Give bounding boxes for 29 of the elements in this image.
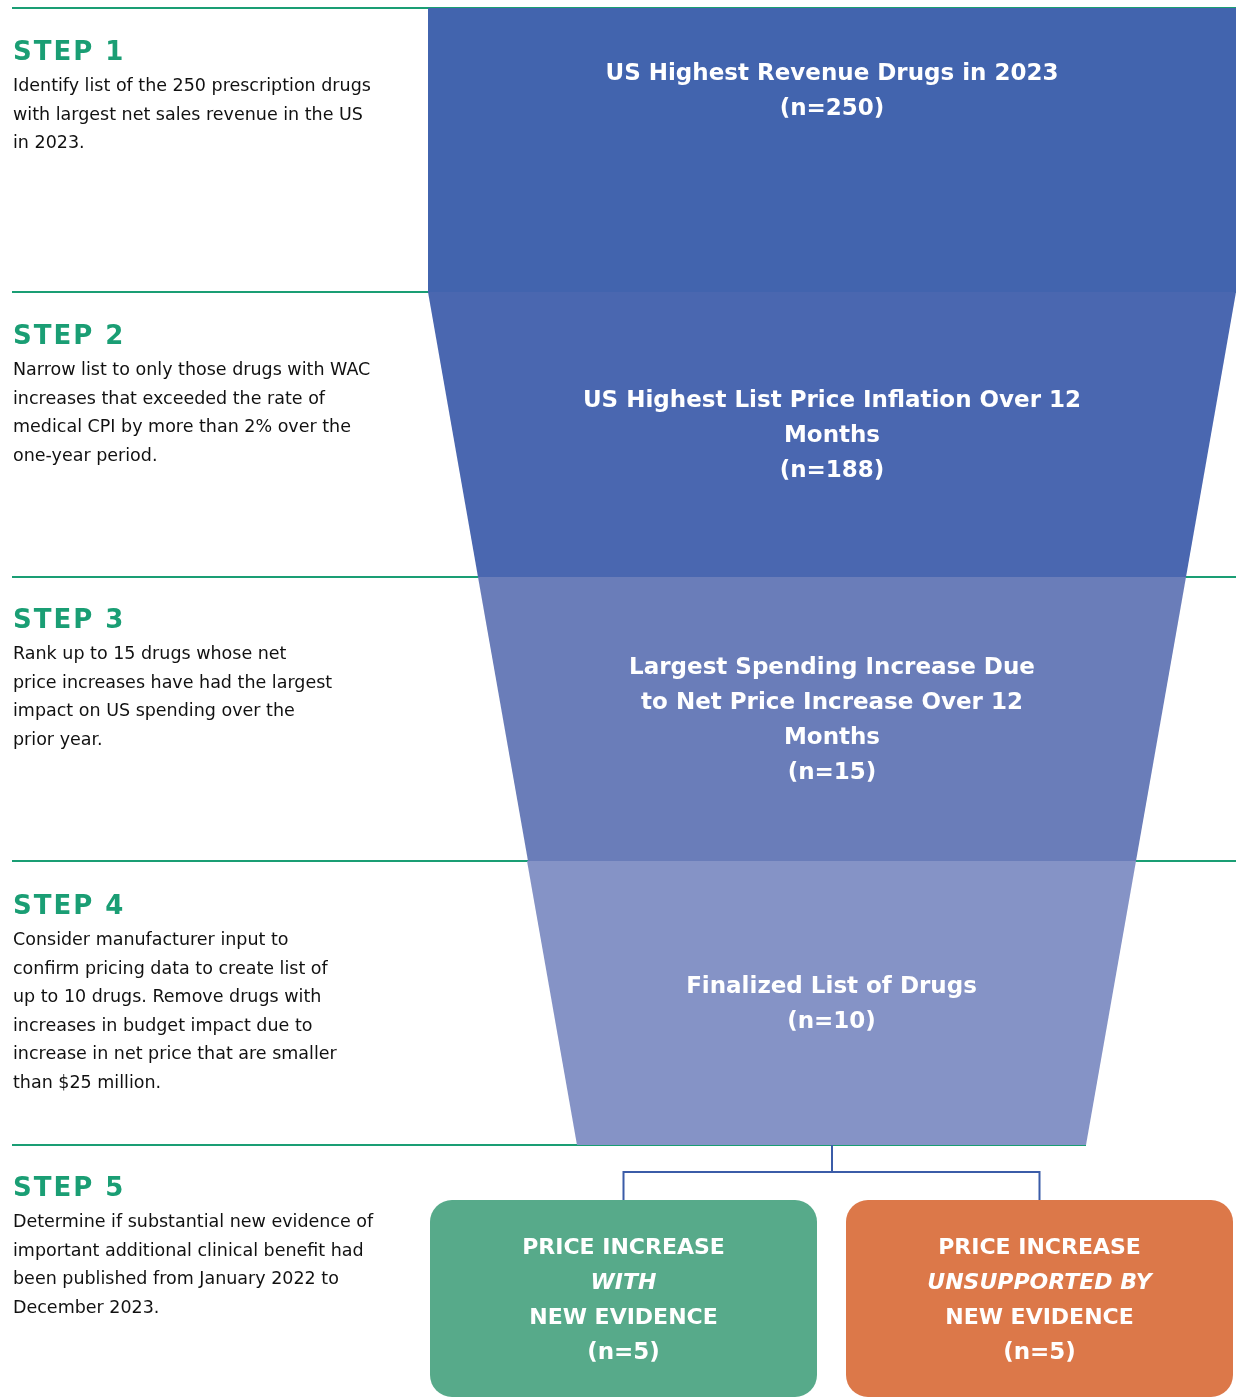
- result-title: PRICE INCREASE UNSUPPORTED BY NEW EVIDENCE: [927, 1232, 1152, 1331]
- step-description: Determine if substantial new evidence of important additional clinical benefit had been published from January 2022 to December 2023.: [13, 1210, 375, 1319]
- count-label: (n=5): [1003, 1336, 1076, 1366]
- step-heading: STEP 1: [13, 36, 126, 66]
- result-box: [846, 1200, 1233, 1397]
- count-label: (n=15): [787, 757, 877, 786]
- funnel-stage: [527, 861, 1136, 1145]
- step-description: Rank up to 15 drugs whose net price increases have had the largest impact on US spending over the prior year.: [13, 642, 333, 751]
- stage-title: Largest Spending Increase Due to Net Price Increase Over 12 Months: [628, 652, 1036, 751]
- result-title: PRICE INCREASE WITH NEW EVIDENCE: [522, 1232, 725, 1331]
- step-heading: STEP 4: [13, 890, 126, 920]
- count-label: (n=5): [587, 1336, 660, 1366]
- stage-title: US Highest Revenue Drugs in 2023: [605, 58, 1059, 87]
- count-label: (n=250): [779, 93, 885, 122]
- step-heading: STEP 5: [13, 1172, 126, 1202]
- funnel-stage: [478, 577, 1186, 861]
- stage-title: Finalized List of Drugs: [686, 971, 977, 1000]
- step-heading: STEP 3: [13, 604, 126, 634]
- step-description: Identify list of the 250 prescription drugs with largest net sales revenue in the US in 2023.: [13, 74, 372, 154]
- step-description: Narrow list to only those drugs with WAC increases that exceeded the rate of medical CPI by more than 2% over the one-year period.: [13, 358, 372, 467]
- result-box: [430, 1200, 817, 1397]
- connector-line: [831, 1144, 1041, 1201]
- step-description: Consider manufacturer input to confirm pricing data to create list of up to 10 drugs. Remove drugs with increases in budget impact due to increase in net price that are smaller than $25 million.: [13, 928, 338, 1094]
- stage-title: US Highest List Price Inflation Over 12 Months: [581, 385, 1083, 449]
- count-label: (n=188): [779, 455, 885, 484]
- step-heading: STEP 2: [13, 320, 126, 350]
- count-label: (n=10): [787, 1006, 876, 1035]
- funnel-stage: [428, 8, 1236, 292]
- funnel-stage: [428, 292, 1236, 577]
